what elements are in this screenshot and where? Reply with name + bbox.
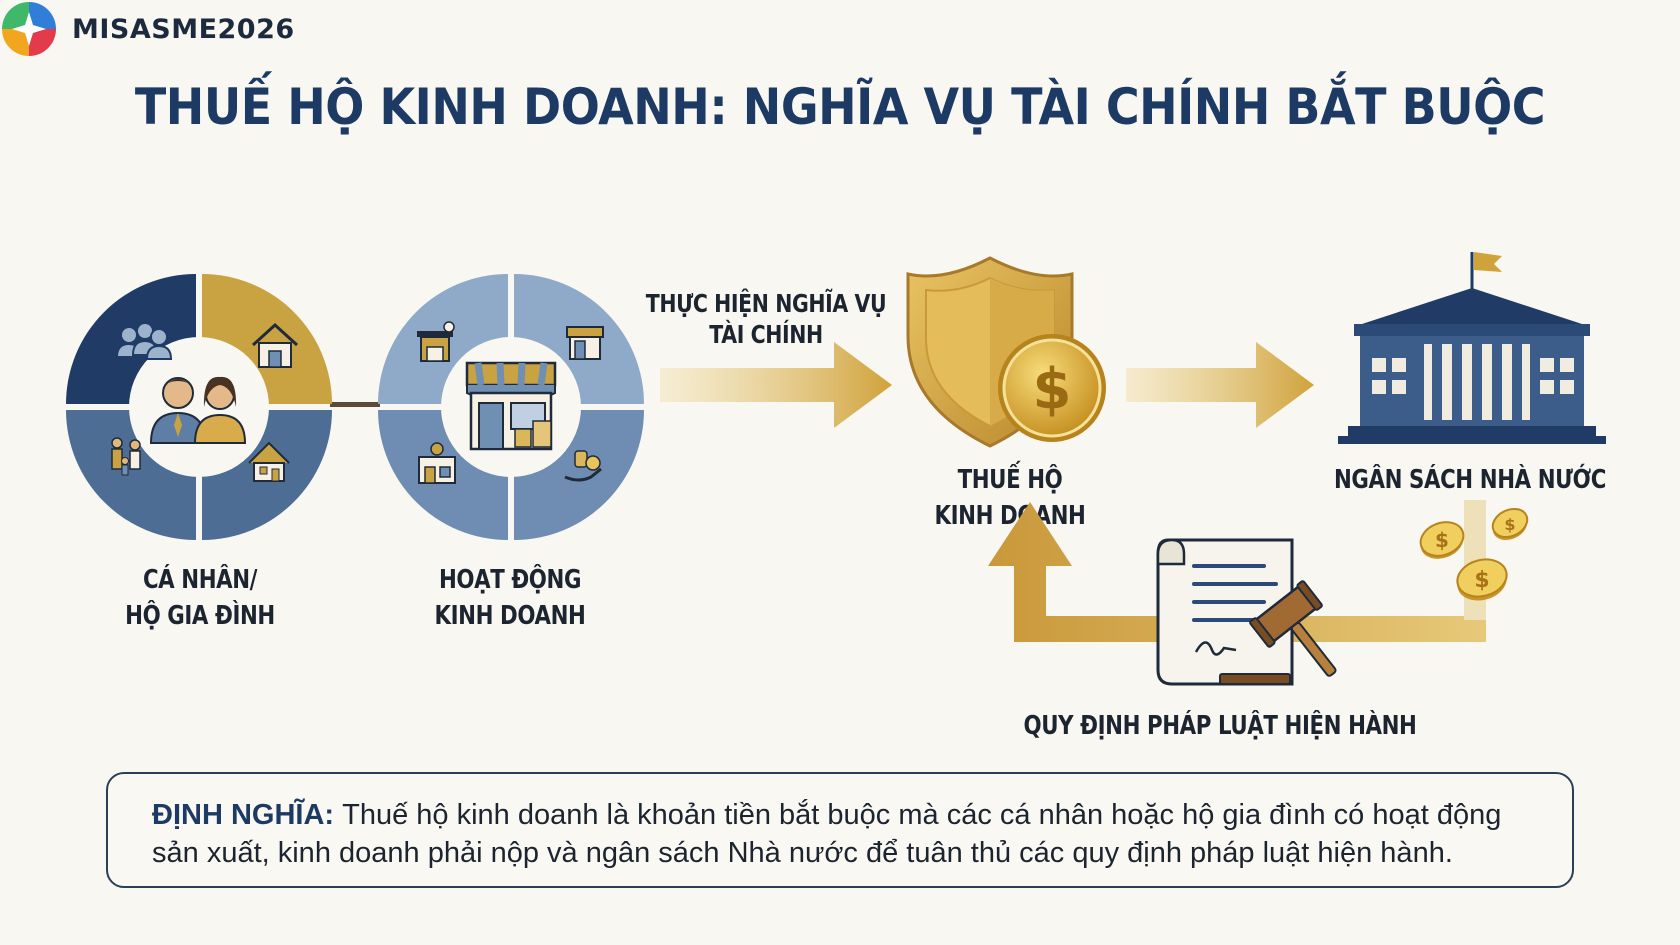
budget-label: NGÂN SÁCH NHÀ NƯỚC (1333, 465, 1607, 495)
individual-ring (66, 274, 332, 540)
svg-text:$: $ (1504, 515, 1515, 534)
house-icon (251, 322, 299, 368)
tax-label: THUẾ HỘ KINH DOANH (887, 462, 1133, 534)
coins-icon: $ $ $ (1419, 507, 1529, 601)
arrow-label-line1: THỰC HIỆN NGHĨA VỤ (645, 289, 887, 318)
document-gavel-icon (1156, 538, 1337, 686)
factory-icon (418, 442, 456, 484)
tax-label-line2: KINH DOANH (934, 501, 1086, 531)
government-building-icon (1338, 252, 1606, 444)
business-label-line2: KINH DOANH (434, 601, 586, 631)
storefront-icon (465, 361, 557, 451)
family-icon (111, 437, 141, 476)
shop-icon (566, 326, 604, 360)
hand-coins-icon (564, 450, 602, 482)
arrow-label: THỰC HIỆN NGHĨA VỤ TÀI CHÍNH (643, 288, 889, 350)
svg-text:$: $ (1474, 568, 1489, 593)
definition-box: ĐỊNH NGHĨA: Thuế hộ kinh doanh là khoản … (106, 772, 1574, 888)
arrow-to-tax (660, 342, 892, 428)
individual-label-line1: CÁ NHÂN/ (142, 565, 258, 595)
shield-coin-icon: $ (906, 256, 1106, 448)
definition-label: ĐỊNH NGHĨA: (152, 799, 343, 831)
brand-name: MISASME2026 (72, 13, 295, 45)
couple-icon (149, 376, 247, 444)
svg-text:$: $ (1033, 357, 1072, 422)
definition-text: Thuế hộ kinh doanh là khoản tiền bắt buộ… (152, 799, 1502, 869)
tax-label-line1: THUẾ HỘ (957, 465, 1063, 495)
logo-icon (2, 2, 56, 56)
business-label-line1: HOẠT ĐỘNG (438, 565, 582, 595)
law-label: QUY ĐỊNH PHÁP LUẬT HIỆN HÀNH (1023, 711, 1417, 741)
individual-label-line2: HỘ GIA ĐÌNH (125, 601, 275, 631)
arrow-label-line2: TÀI CHÍNH (709, 320, 823, 349)
ring-connector (330, 402, 380, 407)
business-label: HOẠT ĐỘNG KINH DOANH (395, 562, 625, 634)
brand: MISASME2026 (0, 0, 295, 58)
workshop-icon (417, 321, 455, 362)
individual-label: CÁ NHÂN/ HỘ GIA ĐÌNH (85, 562, 315, 634)
arrow-to-budget (1126, 342, 1314, 428)
page-title: THUẾ HỘ KINH DOANH: NGHĨA VỤ TÀI CHÍNH B… (134, 78, 1546, 136)
house-icon (248, 441, 290, 482)
svg-text:$: $ (1435, 528, 1449, 552)
business-ring (378, 274, 644, 540)
people-icon (115, 322, 173, 360)
